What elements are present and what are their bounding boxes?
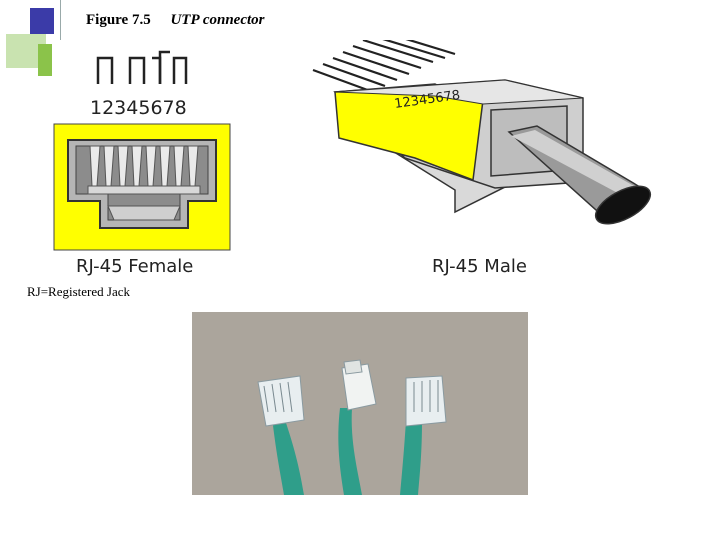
photo-cable-left xyxy=(257,375,305,495)
figure-number: Figure 7.5 xyxy=(86,12,151,28)
male-label: RJ-45 Male xyxy=(432,256,527,277)
female-pin-contacts xyxy=(96,50,188,84)
rj45-male-diagram: 12345678 xyxy=(312,40,652,225)
figure-title: Figure 7.5 UTP connector xyxy=(86,12,264,29)
rj45-female-diagram: 12345678 xyxy=(53,50,231,251)
female-contact-springs xyxy=(89,145,199,187)
rj45-cables-photo xyxy=(192,312,528,495)
female-label: RJ-45 Female xyxy=(76,256,194,277)
figure-caption: UTP connector xyxy=(170,12,265,28)
corner-decoration xyxy=(0,0,61,80)
male-wires xyxy=(312,40,456,94)
photo-cable-middle xyxy=(338,359,377,495)
female-pin-numbers: 12345678 xyxy=(90,97,187,119)
photo-cable-right xyxy=(400,375,447,495)
footnote: RJ=Registered Jack xyxy=(27,284,131,299)
